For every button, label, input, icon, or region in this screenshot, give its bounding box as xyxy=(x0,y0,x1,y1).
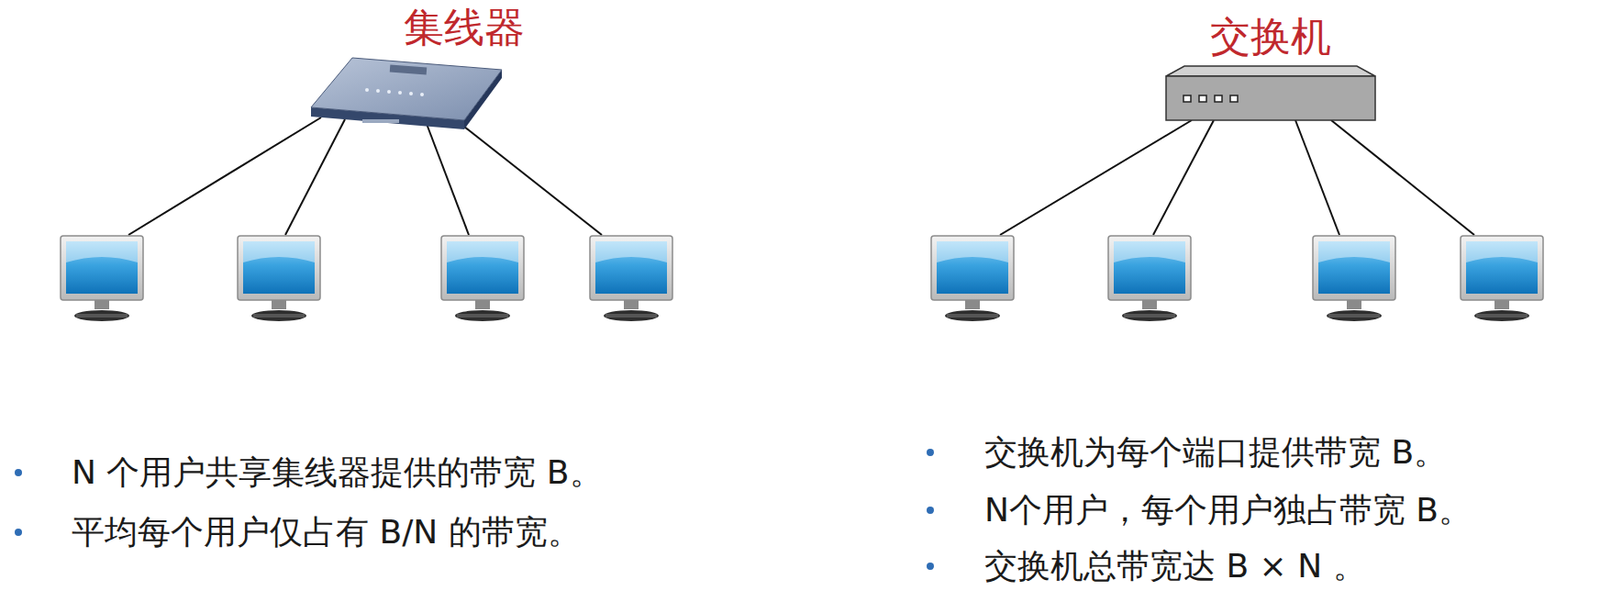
bullet-text: N 个用户共享集线器提供的带宽 B。 xyxy=(71,452,603,492)
hub-node: 集线器 xyxy=(311,3,587,130)
hub-device xyxy=(311,57,502,130)
device-title: 交换机 xyxy=(1210,12,1332,62)
bullet-dot xyxy=(926,448,934,456)
computer xyxy=(60,235,1544,322)
switch-device xyxy=(1166,66,1376,121)
bullet-dot xyxy=(14,468,23,477)
bullet-text: 平均每个用户仅占有 B/N 的带宽。 xyxy=(71,511,581,552)
bullet-text: 交换机为每个端口提供带宽 B。 xyxy=(984,432,1447,472)
bullet-dot xyxy=(926,562,934,570)
switch-node: 交换机 xyxy=(1166,12,1376,121)
cable xyxy=(128,117,1475,235)
bullet-text: 交换机总带宽达 B × N 。 xyxy=(984,545,1367,586)
bullet-text: N个用户，每个用户独占带宽 B。 xyxy=(984,489,1472,530)
bullet-dot xyxy=(14,528,23,536)
device-title: 集线器 xyxy=(403,3,525,53)
bullet-dot xyxy=(926,506,934,514)
